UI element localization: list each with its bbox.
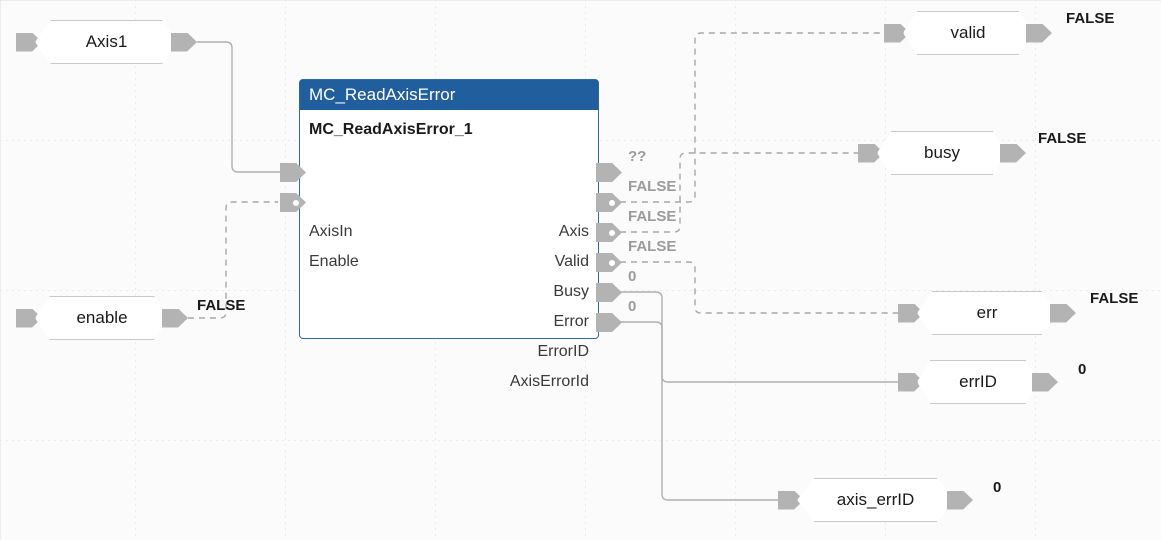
monitor-value-error: FALSE bbox=[628, 238, 677, 255]
wire-axiserrorid-to-var-axiserrid bbox=[620, 321, 778, 501]
monitor-value-var-busy: FALSE bbox=[1038, 130, 1087, 147]
monitor-value-valid: FALSE bbox=[628, 178, 677, 195]
pin-connector-valid[interactable] bbox=[596, 193, 622, 212]
wire-error-to-var-err bbox=[620, 261, 898, 314]
variable-hex-enable[interactable]: enable bbox=[35, 296, 169, 340]
pin-connector-enable[interactable] bbox=[280, 193, 306, 212]
connector-out-axis1 bbox=[171, 32, 197, 52]
monitor-value-errorid: 0 bbox=[628, 268, 637, 285]
monitor-value-axis: ?? bbox=[628, 148, 647, 165]
pin-label-errorid: ErrorID bbox=[537, 343, 589, 360]
pin-connector-errorid[interactable] bbox=[596, 283, 622, 302]
variable-label-axis-errid: axis_errID bbox=[836, 490, 915, 509]
variable-hex-axis-errid[interactable]: axis_errID bbox=[797, 478, 954, 522]
connector-in-axis1 bbox=[16, 32, 42, 52]
variable-label-valid: valid bbox=[950, 23, 986, 42]
connector-in-err bbox=[898, 303, 924, 323]
variable-box-enable[interactable]: enable bbox=[16, 296, 188, 340]
variable-hex-errid[interactable]: errID bbox=[917, 360, 1039, 404]
pin-connector-error[interactable] bbox=[596, 253, 622, 272]
function-block-instance-name: MC_ReadAxisError_1 bbox=[309, 121, 473, 138]
wire-enable-to-enable-pin bbox=[188, 201, 278, 319]
connector-in-errid bbox=[898, 372, 924, 392]
variable-box-axis1[interactable]: Axis1 bbox=[16, 20, 197, 64]
function-block-mc-readaxiserror[interactable]: MC_ReadAxisError MC_ReadAxisError_1 Axis… bbox=[299, 79, 599, 390]
connector-out-axis-errid bbox=[947, 490, 973, 510]
monitor-value-busy: FALSE bbox=[628, 208, 677, 225]
connector-in-valid bbox=[884, 23, 910, 43]
variable-box-errid[interactable]: errID bbox=[898, 360, 1058, 404]
connector-out-enable bbox=[162, 308, 188, 328]
variable-hex-busy[interactable]: busy bbox=[877, 131, 1007, 175]
pin-connector-axisin[interactable] bbox=[280, 163, 306, 182]
function-block-type-name: MC_ReadAxisError bbox=[300, 80, 598, 110]
connector-in-busy bbox=[858, 143, 884, 163]
pin-label-error: Error bbox=[553, 313, 589, 330]
variable-label-err: err bbox=[976, 303, 998, 322]
variable-box-valid[interactable]: valid bbox=[884, 11, 1052, 55]
variable-hex-valid[interactable]: valid bbox=[903, 11, 1033, 55]
pin-label-axiserrorid: AxisErrorId bbox=[509, 373, 589, 390]
monitor-value-axiserrorid: 0 bbox=[628, 298, 637, 315]
monitor-value-var-valid: FALSE bbox=[1066, 10, 1115, 27]
pin-label-axis: Axis bbox=[558, 223, 589, 240]
connector-out-busy bbox=[1000, 143, 1026, 163]
monitor-value-var-axis-errid: 0 bbox=[993, 479, 1002, 496]
connector-out-errid bbox=[1032, 372, 1058, 392]
variable-box-err[interactable]: err bbox=[898, 291, 1076, 335]
variable-label-axis1: Axis1 bbox=[85, 32, 128, 51]
pin-connector-busy[interactable] bbox=[596, 223, 622, 242]
monitor-value-enable: FALSE bbox=[197, 297, 246, 314]
pin-label-busy: Busy bbox=[553, 283, 589, 300]
variable-label-errid: errID bbox=[959, 372, 997, 391]
connector-in-enable bbox=[16, 308, 42, 328]
variable-box-busy[interactable]: busy bbox=[858, 131, 1026, 175]
connector-out-valid bbox=[1026, 23, 1052, 43]
pin-label-axisin: AxisIn bbox=[309, 223, 353, 240]
variable-label-busy: busy bbox=[924, 143, 960, 162]
variable-label-enable: enable bbox=[76, 308, 128, 327]
wire-valid-to-var-valid bbox=[620, 32, 884, 203]
pin-connector-axiserrorid[interactable] bbox=[596, 313, 622, 332]
wire-axis1-to-axisin bbox=[197, 41, 286, 173]
variable-hex-axis1[interactable]: Axis1 bbox=[35, 20, 178, 64]
variable-box-axis-errid[interactable]: axis_errID bbox=[778, 478, 973, 522]
connector-out-err bbox=[1050, 303, 1076, 323]
pin-connector-axis[interactable] bbox=[596, 163, 622, 182]
connector-in-axis-errid bbox=[778, 490, 804, 510]
pin-label-valid: Valid bbox=[554, 253, 589, 270]
pin-label-enable: Enable bbox=[309, 253, 359, 270]
wire-busy-to-var-busy bbox=[620, 152, 858, 233]
monitor-value-var-errid: 0 bbox=[1078, 361, 1087, 378]
variable-hex-err[interactable]: err bbox=[917, 291, 1057, 335]
monitor-value-var-err: FALSE bbox=[1090, 290, 1139, 307]
